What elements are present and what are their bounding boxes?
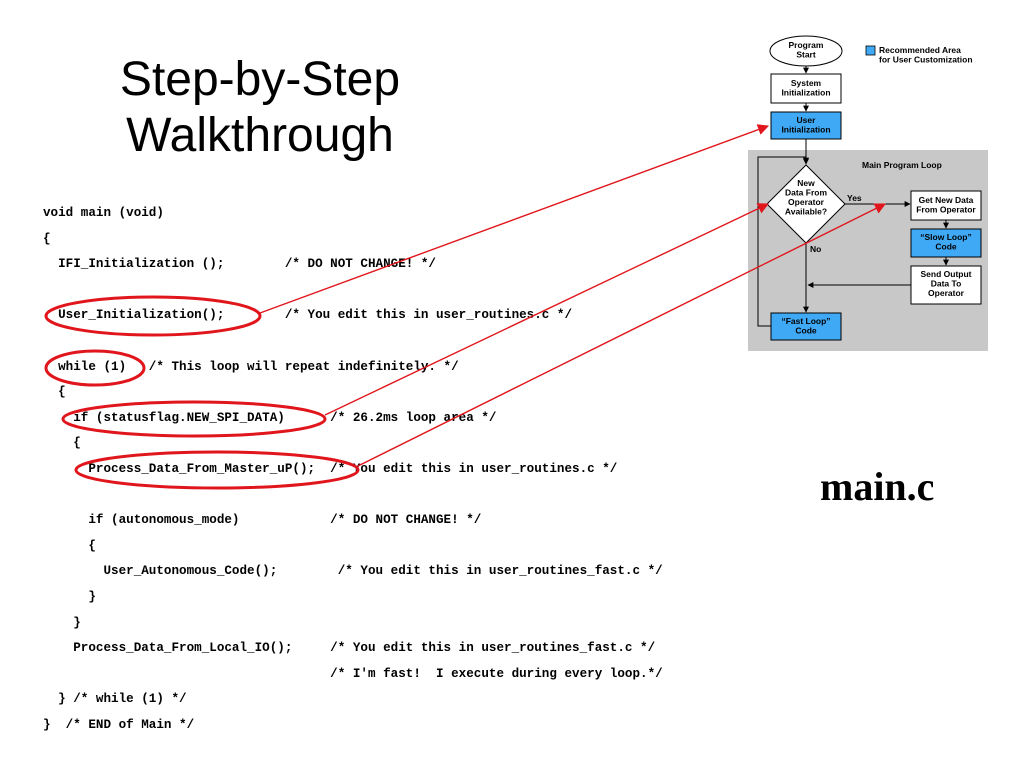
legend-swatch xyxy=(865,45,876,56)
fast-loop-text: “Fast Loop”Code xyxy=(781,316,830,336)
flowchart-text-line: Code xyxy=(795,326,817,336)
highlight-while xyxy=(44,349,146,387)
flowchart-text-line: From Operator xyxy=(916,205,976,215)
filename-label: main.c xyxy=(820,464,935,509)
slide-title: Step-by-Step Walkthrough xyxy=(80,52,440,164)
flowchart-text-line: Start xyxy=(796,50,816,60)
arrow-user-init-to-flowchart xyxy=(259,124,770,314)
flowchart-text-line: Program xyxy=(789,40,824,50)
highlight-statusflag xyxy=(61,400,327,438)
flowchart-text-line: Get New Data xyxy=(919,195,974,205)
flowchart-text-line: Data From xyxy=(785,188,827,198)
flowchart-text-line: Code xyxy=(935,242,957,252)
slide-title-line-2: Walkthrough xyxy=(126,109,394,162)
edge-loop-back xyxy=(757,156,809,327)
flowchart-text-line: Operator xyxy=(788,197,825,207)
highlight-user-init xyxy=(44,295,262,337)
flowchart-text-line: “Fast Loop” xyxy=(781,316,830,326)
yes-label: Yes xyxy=(847,193,862,203)
flowchart-text-line: System xyxy=(791,78,822,88)
slide-title-line-1: Step-by-Step xyxy=(119,53,401,106)
send-output-node xyxy=(910,265,982,305)
highlight-process-master xyxy=(74,450,360,490)
flowchart-text-line: for User Customization xyxy=(879,55,973,65)
flowchart-text-line: Available? xyxy=(785,207,827,217)
arrow-statusflag-to-decision xyxy=(324,203,770,416)
flowchart-text-line: Send Output xyxy=(921,269,972,279)
flowchart-text-line: User xyxy=(797,115,817,125)
flowchart-text-line: Operator xyxy=(928,288,965,298)
flowchart-text-line: Data To xyxy=(931,279,962,289)
flowchart-text-line: Initialization xyxy=(781,88,830,98)
flowchart-text-line: New xyxy=(797,178,815,188)
fast-loop-node xyxy=(770,312,842,341)
flowchart-text-line: “Slow Loop” xyxy=(920,232,971,242)
main-loop-label: Main Program Loop xyxy=(862,160,942,170)
slow-loop-text: “Slow Loop”Code xyxy=(920,232,971,252)
get-new-data-node xyxy=(910,190,982,221)
arrow-process-to-get-data xyxy=(357,203,887,467)
system-init-node xyxy=(770,73,842,104)
no-label: No xyxy=(810,244,821,254)
flowchart-text-line: Recommended Area xyxy=(879,45,961,55)
flowchart-text-line: Initialization xyxy=(781,125,830,135)
user-init-node xyxy=(770,111,842,140)
